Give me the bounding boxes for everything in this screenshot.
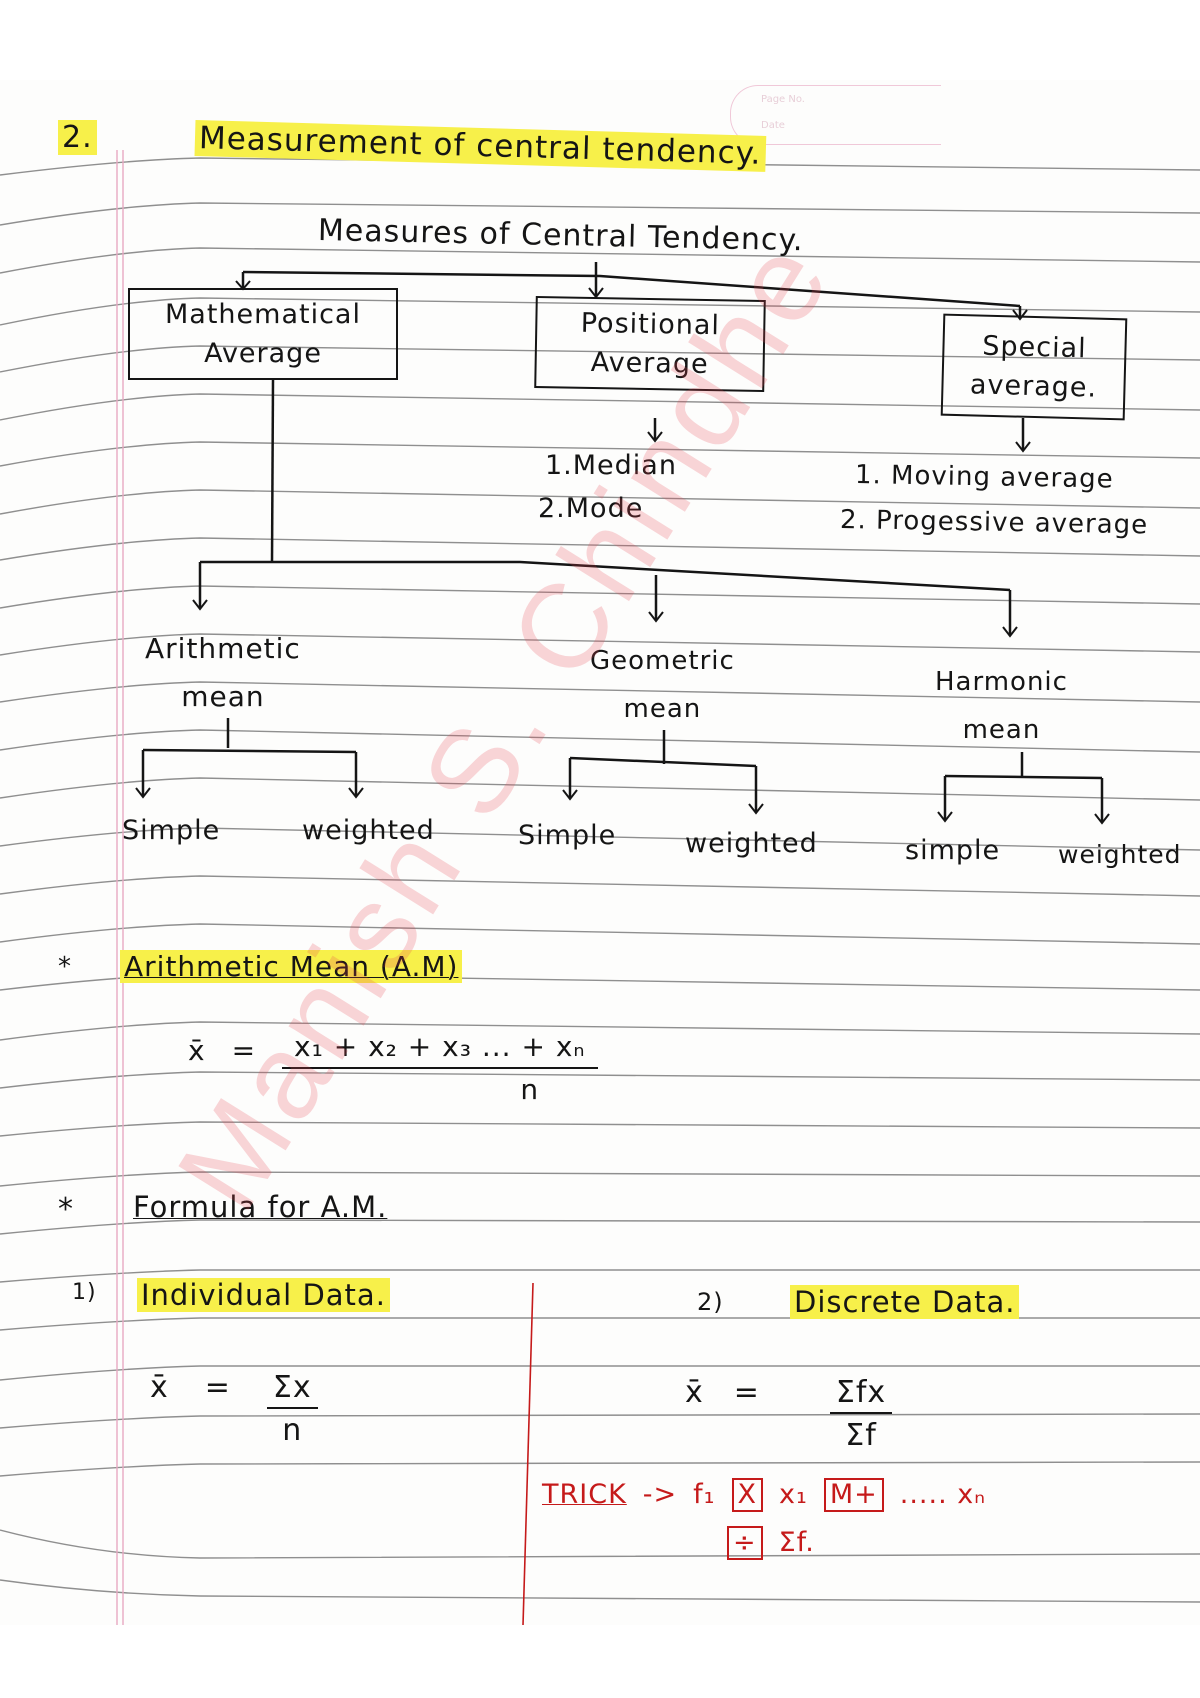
formula-heading: Formula for A.M. (133, 1190, 388, 1224)
date-label: Date (761, 120, 785, 131)
discrete-number: 2) (697, 1288, 724, 1316)
formula-equals: = (204, 1370, 231, 1405)
section-heading: 2. (58, 120, 97, 155)
individual-title: Individual Data. (137, 1278, 390, 1312)
calc-key-mplus: M+ (823, 1478, 884, 1512)
formula-fraction: Σx n (266, 1370, 318, 1448)
formula-numerator: x₁ + x₂ + x₃ ... + xₙ (282, 1030, 598, 1069)
positional-item-mode: 2.Mode (538, 493, 644, 524)
page-no-label: Page No. (761, 94, 805, 105)
box-mathematical-average: Mathematical Average (128, 288, 398, 380)
formula-numerator: Σfx (829, 1375, 893, 1414)
page-date-stamp: Page No. Date (730, 85, 941, 145)
am-bullet: * (58, 952, 72, 982)
special-item-moving: 1. Moving average (854, 460, 1114, 495)
box-positional-average: Positional Average (534, 296, 766, 393)
special-item-progressive: 2. Progessive average (839, 505, 1149, 541)
mean-harmonic: Harmonic mean (935, 658, 1068, 754)
am-heading: Arithmetic Mean (A.M) (120, 950, 463, 983)
mean-line-1: Geometric (590, 646, 735, 676)
hm-weighted: weighted (1058, 840, 1182, 869)
mean-line-2: mean (623, 694, 702, 724)
box-line-2: Average (590, 346, 709, 381)
discrete-title: Discrete Data. (790, 1285, 1020, 1319)
trick-arrow-icon: -> (642, 1479, 678, 1511)
trick-line-2: ÷ Σf. (727, 1526, 815, 1560)
am-simple: Simple (122, 815, 221, 846)
individual-formula: x̄ = Σx n (150, 1370, 318, 1448)
mean-line-1: Harmonic (935, 667, 1068, 697)
formula-numerator: Σx (266, 1370, 318, 1409)
trick-line-1: TRICK -> f₁ X x₁ M+ ..... xₙ (542, 1478, 986, 1512)
calc-key-divide: ÷ (727, 1526, 763, 1560)
box-line-2: Average (204, 338, 322, 369)
box-line-1: Positional (580, 307, 721, 342)
formula-denominator: Σf (845, 1418, 877, 1453)
formula-fraction: Σfx Σf (829, 1375, 893, 1453)
positional-item-median: 1.Median (545, 450, 677, 481)
individual-heading: Individual Data. (137, 1278, 390, 1312)
formula-denominator: n (282, 1413, 303, 1448)
notebook-page: Page No. Date 2. Measurement of central … (0, 80, 1200, 1625)
formula-bullet: * (58, 1192, 74, 1227)
box-special-average: Special average. (940, 313, 1128, 421)
box-line-2: average. (969, 369, 1098, 404)
formula-equals: = (231, 1034, 257, 1067)
diagram-root-title: Measures of Central Tendency. (317, 213, 804, 259)
mean-line-2: mean (181, 680, 265, 713)
mean-line-1: Arithmetic (145, 632, 301, 665)
trick-sum-f: Σf. (778, 1527, 815, 1559)
formula-fraction: x₁ + x₂ + x₃ ... + xₙ n (282, 1030, 598, 1106)
individual-number: 1) (72, 1280, 97, 1305)
gm-weighted: weighted (685, 828, 818, 859)
hm-simple: simple (905, 835, 1001, 866)
formula-lhs: x̄ (685, 1375, 704, 1410)
trick-f1: f₁ (693, 1479, 716, 1511)
am-formula: x̄ = x₁ + x₂ + x₃ ... + xₙ n (188, 1030, 598, 1106)
box-line-1: Mathematical (165, 298, 361, 330)
section-title: Measurement of central tendency. (194, 120, 766, 172)
trick-x1: x₁ (779, 1479, 808, 1511)
box-line-1: Special (981, 330, 1088, 365)
mean-line-2: mean (962, 715, 1041, 745)
trick-label: TRICK (542, 1479, 627, 1511)
am-weighted: weighted (302, 815, 435, 846)
am-title: Arithmetic Mean (A.M) (120, 950, 463, 983)
trick-xn: ..... xₙ (899, 1479, 986, 1511)
discrete-formula: x̄ = Σfx Σf (685, 1375, 893, 1453)
mean-arithmetic: Arithmetic mean (145, 625, 301, 721)
formula-denominator: n (520, 1073, 540, 1106)
discrete-heading: Discrete Data. (790, 1285, 1020, 1319)
mean-geometric: Geometric mean (590, 637, 735, 733)
formula-equals: = (733, 1375, 760, 1410)
section-title-wrap: Measurement of central tendency. (194, 120, 766, 172)
calc-key-multiply: X (731, 1478, 763, 1512)
gm-simple: Simple (518, 820, 617, 851)
formula-lhs: x̄ (150, 1370, 169, 1405)
section-number: 2. (58, 120, 97, 155)
formula-lhs: x̄ (188, 1034, 206, 1067)
